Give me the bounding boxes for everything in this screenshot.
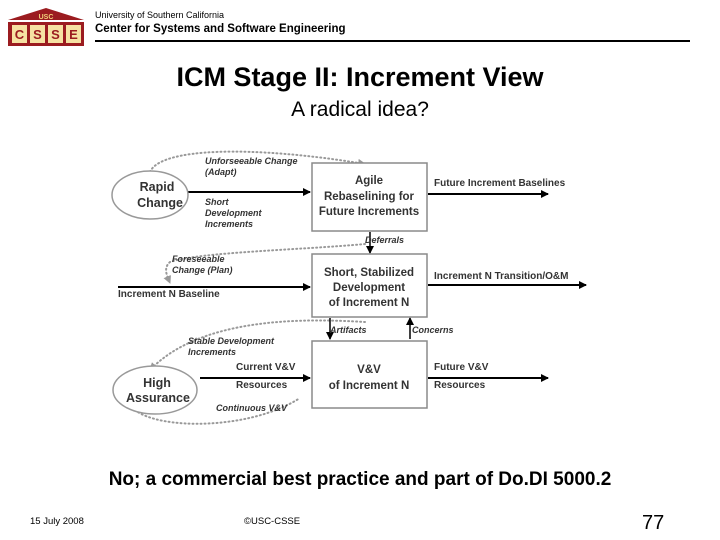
high-assurance-oval: [112, 365, 198, 415]
unforeseeable-change-curve: [149, 150, 366, 173]
current-vv-label: Current V&V: [236, 362, 296, 373]
svg-text:S: S: [51, 27, 60, 42]
future-vv-label: Future V&V: [434, 362, 489, 373]
slide-title: ICM Stage II: Increment View: [176, 62, 544, 92]
transition-label: Increment N Transition/O&M: [434, 271, 568, 282]
footer-copyright: ©USC-CSSE: [244, 516, 301, 527]
slide-subtitle: A radical idea?: [291, 98, 429, 121]
footer-date: 15 July 2008: [30, 516, 84, 527]
rapid-change-label-1: Rapid: [140, 180, 175, 194]
stable-dev-label-1: Stable Development: [188, 336, 275, 346]
resources-left-label: Resources: [236, 380, 288, 391]
conclusion-text: No; a commercial best practice and part …: [108, 469, 612, 490]
stable-dev-label-2: Increments: [188, 347, 236, 357]
short-stabilized-box: [311, 253, 428, 318]
unforeseeable-change-label-2: (Adapt): [205, 167, 237, 177]
high-assurance-label-2: Assurance: [126, 391, 190, 405]
center-name: Center for Systems and Software Engineer…: [95, 23, 346, 35]
stable-dev-curve: [149, 319, 366, 371]
baseline-label: Increment N Baseline: [118, 289, 220, 300]
short-dev-label-3: Increments: [205, 219, 253, 229]
agile-box-line-2: Rebaselining for: [324, 191, 415, 203]
short-box-line-2: Development: [333, 282, 405, 294]
short-box-line-1: Short, Stabilized: [324, 267, 414, 279]
short-box-line-3: of Increment N: [329, 297, 410, 309]
continuous-vv-curve: [134, 397, 301, 425]
header-divider: [95, 40, 690, 42]
rapid-change-label-2: Change: [137, 196, 183, 210]
svg-text:USC: USC: [39, 14, 54, 21]
foreseeable-change-label-1: Foreseeable: [172, 254, 225, 264]
svg-text:S: S: [33, 27, 42, 42]
unforeseeable-change-label-1: Unforseeable Change: [205, 156, 298, 166]
future-baselines-label: Future Increment Baselines: [434, 178, 566, 189]
page-number: 77: [642, 512, 665, 534]
deferrals-curve: [163, 243, 366, 284]
short-dev-label-1: Short: [205, 197, 230, 207]
svg-text:E: E: [69, 27, 78, 42]
agile-box-line-1: Agile: [355, 175, 383, 187]
agile-box-line-3: Future Increments: [319, 206, 419, 218]
short-dev-label-2: Development: [205, 208, 263, 218]
vv-box-line-2: of Increment N: [329, 380, 410, 392]
resources-right-label: Resources: [434, 380, 486, 391]
usc-csse-logo: USC C S S E: [8, 8, 84, 46]
vv-box: [311, 340, 428, 409]
high-assurance-label-1: High: [143, 376, 171, 390]
concerns-label: Concerns: [412, 325, 454, 335]
deferrals-label: Deferrals: [365, 235, 404, 245]
university-name: University of Southern California: [95, 10, 225, 20]
svg-text:C: C: [15, 27, 25, 42]
rapid-change-oval: [111, 170, 189, 220]
continuous-vv-label: Continuous V&V: [216, 403, 288, 413]
vv-box-line-1: V&V: [357, 364, 381, 376]
foreseeable-change-label-2: Change (Plan): [172, 265, 233, 275]
agile-rebaselining-box: [311, 162, 428, 232]
artifacts-label: Artifacts: [329, 325, 367, 335]
